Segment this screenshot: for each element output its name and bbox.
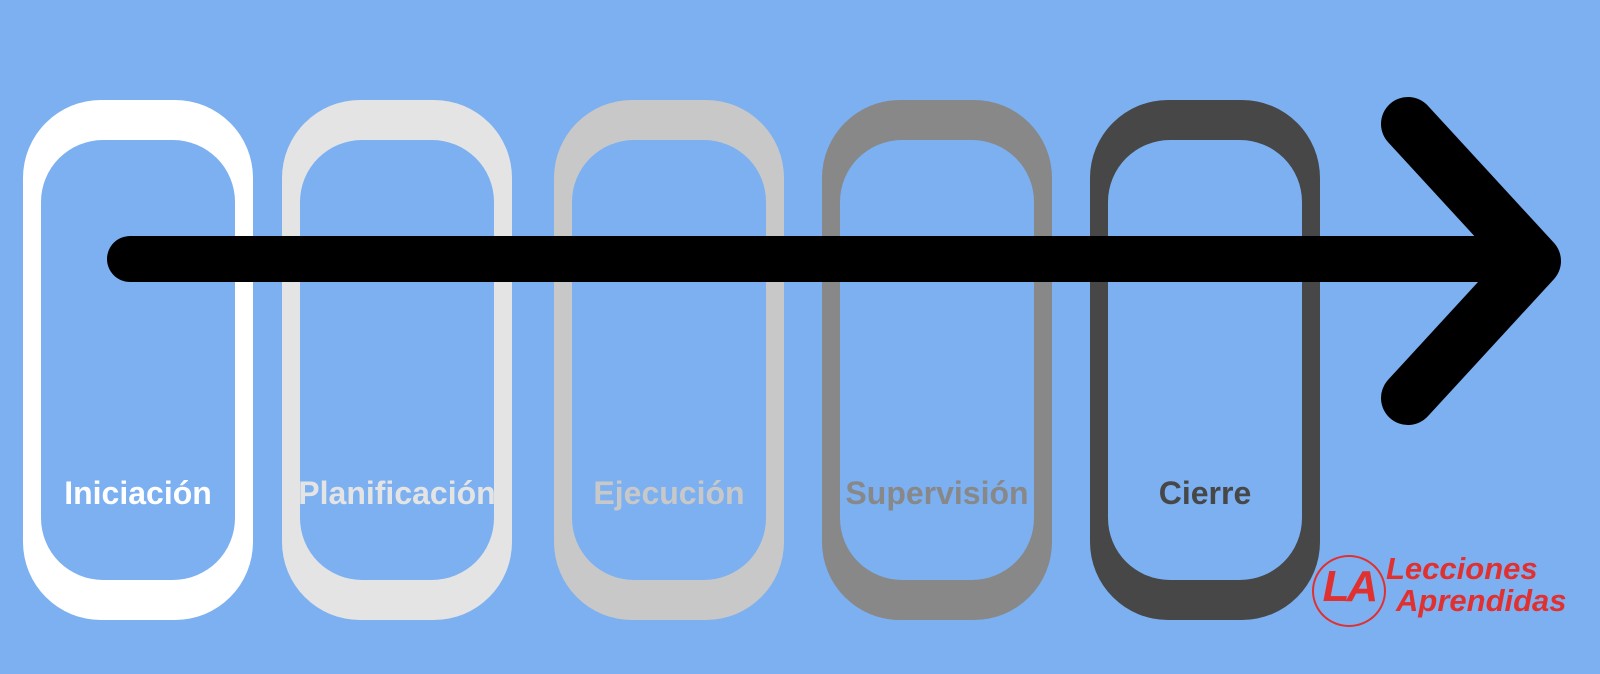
logo-badge-circle <box>1312 555 1386 627</box>
phase-frame-5 <box>1090 100 1320 620</box>
logo-badge-text: LA <box>1322 562 1379 611</box>
logo-line-1: Lecciones <box>1386 551 1538 586</box>
phase-label-2: Planificación <box>298 475 495 511</box>
phase-frame-4 <box>822 100 1052 620</box>
phase-label-4: Supervisión <box>845 475 1028 511</box>
lecciones-aprendidas-logo: LA Lecciones Aprendidas <box>1312 552 1600 632</box>
phase-label-5: Cierre <box>1159 475 1252 511</box>
logo-line-2: Aprendidas <box>1396 583 1567 618</box>
phase-frame-1 <box>23 100 253 620</box>
phase-frame-2 <box>282 100 512 620</box>
phase-frame-3 <box>554 100 784 620</box>
phase-label-1: Iniciación <box>64 475 212 511</box>
phase-labels: Iniciación Planificación Ejecución Supervis… <box>64 475 1251 511</box>
phase-label-3: Ejecución <box>593 475 744 511</box>
timeline-arrow <box>107 97 1561 425</box>
arrow-head <box>1381 97 1561 425</box>
phase-frames <box>23 100 1320 620</box>
